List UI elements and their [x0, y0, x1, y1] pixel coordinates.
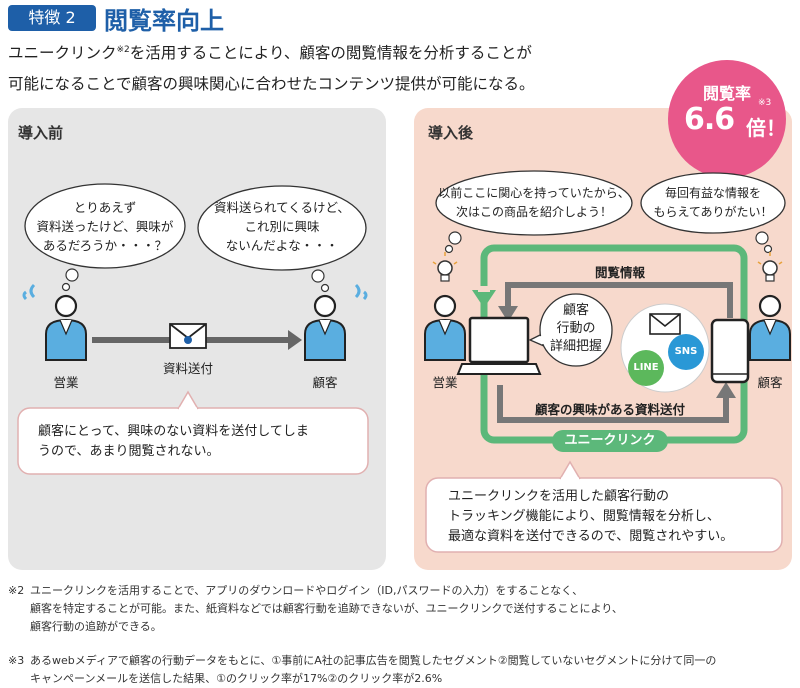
after-laptop-callout-text: 顧客 行動の 詳細把握 — [540, 302, 612, 356]
after-sales-thought-bubble — [435, 170, 633, 254]
before-customer-label: 顧客 — [312, 375, 338, 390]
before-title: 導入前 — [18, 124, 64, 142]
before-note-callout — [17, 390, 369, 475]
after-note-text: ユニークリンクを活用した顧客行動の トラッキング機能により、閲覧情報を分析し、 … — [448, 487, 778, 547]
after-envelope-icon — [649, 313, 681, 335]
after-laptop-icon — [456, 316, 542, 375]
after-view-info-arrow — [498, 282, 733, 322]
before-note-line: 顧客にとって、興味のない資料を送付してしま — [38, 424, 309, 439]
stat-label: 閲覧率 — [702, 84, 751, 103]
lead-line-2: 可能になることで顧客の興味関心に合わせたコンテンツ提供が可能になる。 — [8, 75, 535, 93]
after-customer-person-icon — [749, 294, 791, 361]
after-note-callout — [425, 460, 783, 553]
after-note-line: ユニークリンクを活用した顧客行動の — [448, 489, 670, 504]
lead-text-b: を活用することにより、顧客の閲覧情報を分析することが — [129, 44, 532, 62]
before-note-text: 顧客にとって、興味のない資料を送付してしま うので、あまり閲覧されない。 — [38, 422, 358, 462]
after-smartphone-icon — [710, 318, 750, 384]
before-sales-thought-line: とりあえず — [73, 200, 137, 215]
after-sales-thought-line: 次はこの商品を紹介しよう！ — [455, 205, 612, 219]
before-customer-thought-line: これ別に興味 — [244, 219, 320, 234]
after-customer-thought-line: もらえてありがたい！ — [653, 205, 773, 219]
after-laptop-callout-line: 詳細把握 — [549, 339, 602, 354]
footnote-3-line: あるwebメディアで顧客の行動データをもとに、①事前にA社の記事広告を閲覧したセ… — [30, 654, 717, 667]
before-envelope-icon — [169, 323, 207, 349]
after-title: 導入後 — [428, 124, 474, 142]
lead-footnote-mark: ※2 — [116, 44, 130, 55]
footnote-3: ※3 あるwebメディアで顧客の行動データをもとに、①事前にA社の記事広告を閲覧し… — [8, 652, 798, 688]
after-customer-thought: 毎回有益な情報を もらえてありがたい！ — [643, 184, 783, 222]
after-laptop-callout-line: 顧客 — [562, 303, 589, 318]
before-customer-thought-line: ないんだよな・・・ — [225, 238, 339, 253]
line-app-label: LINE — [633, 362, 659, 373]
before-sales-label: 営業 — [53, 375, 79, 390]
stat-note: ※3 — [758, 98, 772, 108]
before-sales-person-icon — [22, 283, 87, 361]
footnote-2: ※2 ユニークリンクを活用することで、アプリのダウンロードやログイン（ID,パスワ… — [8, 582, 798, 636]
after-sales-label: 営業 — [432, 375, 458, 390]
stat-value: 6.6 — [684, 102, 735, 137]
before-sales-thought-line: あるだろうか・・・？ — [42, 238, 168, 253]
after-customer-label: 顧客 — [757, 375, 783, 390]
after-note-line: トラッキング機能により、閲覧情報を分析し、 — [448, 509, 720, 524]
unique-link-pill: ユニークリンク — [552, 430, 668, 452]
footnote-3-mark: ※3 — [8, 654, 25, 667]
before-customer-person-icon — [304, 283, 368, 361]
after-sales-person-icon — [424, 294, 466, 361]
footnote-2-mark: ※2 — [8, 584, 25, 597]
page-title: 閲覧率向上 — [104, 7, 224, 35]
after-sales-thought: 以前ここに関心を持っていたから、 次はこの商品を紹介しよう！ — [436, 184, 632, 222]
after-sales-thought-line: 以前ここに関心を持っていたから、 — [438, 186, 630, 200]
before-sales-thought-line: 資料送ったけど、興味が — [36, 219, 174, 234]
after-sales-lightbulb-icon — [432, 252, 458, 282]
stat-badge: 閲覧率 ※3 6.6 倍！ — [668, 60, 786, 178]
before-customer-thought-bubble — [197, 185, 367, 293]
after-customer-lightbulb-icon — [757, 252, 783, 282]
before-customer-thought-line: 資料送られてくるけど、 — [214, 200, 350, 215]
lead-text-a: ユニークリンク — [8, 44, 117, 62]
sns-app-icon — [668, 334, 704, 370]
before-sales-thought-bubble — [24, 183, 186, 292]
after-send-arrow — [497, 382, 736, 423]
before-send-label: 資料送付 — [162, 361, 213, 376]
feature-badge: 特徴 2 — [8, 5, 96, 31]
after-customer-thought-line: 毎回有益な情報を — [664, 186, 761, 200]
stat-unit: 倍！ — [746, 116, 786, 140]
footnote-3-line: キャンペーンメールを送信した結果、①のクリック率が17%②のクリック率が2.6% — [30, 672, 443, 685]
after-send-label: 顧客の興味がある資料送付 — [534, 402, 685, 417]
lead-line-1: ユニークリンク※2を活用することにより、顧客の閲覧情報を分析することが — [8, 41, 532, 63]
before-customer-thought: 資料送られてくるけど、 これ別に興味 ないんだよな・・・ — [200, 198, 364, 255]
footnote-2-line: ユニークリンクを活用することで、アプリのダウンロードやログイン（ID,パスワード… — [30, 584, 584, 597]
sns-app-label: SNS — [674, 346, 698, 357]
before-sales-thought: とりあえず 資料送ったけど、興味が あるだろうか・・・？ — [30, 198, 180, 255]
after-customer-thought-bubble — [640, 172, 786, 254]
after-laptop-callout-line: 行動の — [556, 321, 596, 336]
line-app-icon — [628, 350, 664, 386]
after-laptop-callout — [528, 293, 613, 367]
after-view-info-label: 閲覧情報 — [594, 265, 645, 280]
footnote-2-line: 顧客行動の追跡ができる。 — [30, 620, 162, 633]
footnote-2-line: 顧客を特定することが可能。また、紙資料などでは顧客行動を追跡できないが、ユニーク… — [30, 602, 623, 615]
before-note-line: うので、あまり閲覧されない。 — [38, 444, 220, 459]
after-note-line: 最適な資料を送付できるので、閲覧されやすい。 — [448, 529, 734, 544]
